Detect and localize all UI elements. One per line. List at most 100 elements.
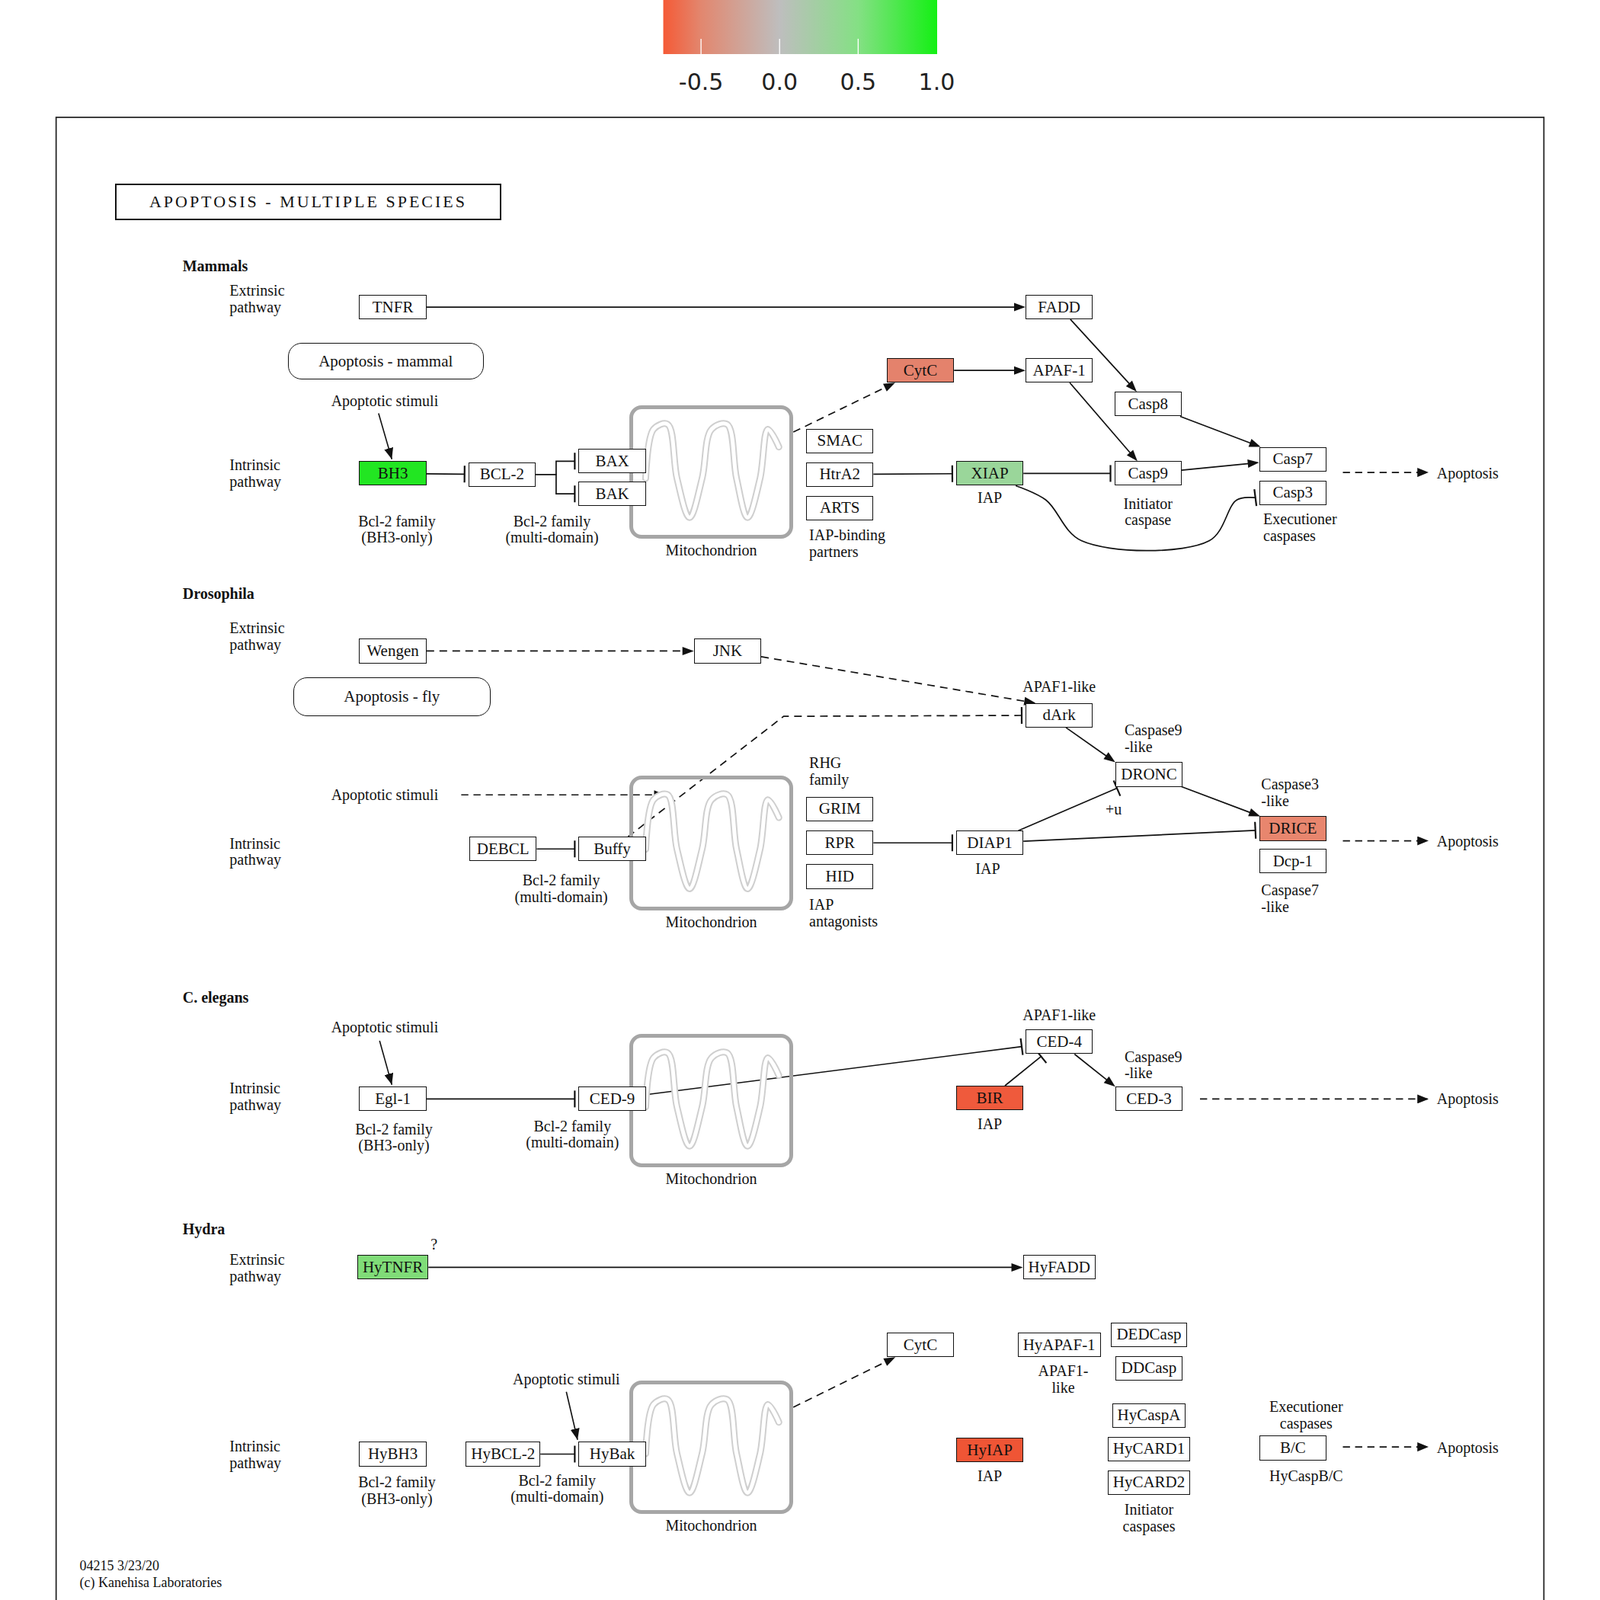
connector-line [1181,463,1250,471]
gene-product-box: GRIM [806,796,874,822]
label-text: Caspase3 -like [1260,776,1325,810]
gene-product-box: Casp3 [1259,480,1327,506]
gene-label: CED-4 [1036,1033,1082,1051]
arrow-head [1126,449,1138,461]
legend-value: -0.5 [678,68,724,96]
section-header: Hydra [182,1221,226,1239]
annotation-label: Intrinsic pathway [229,457,282,490]
gene-label: DRICE [1268,819,1317,838]
label-text: Mammals [182,258,249,276]
gene-label: Casp7 [1273,450,1314,468]
gene-label: DEDCasp [1116,1325,1181,1344]
inhibition-connector [1023,822,1256,842]
activation-arrow [428,1263,1023,1272]
activation-arrow [953,366,1026,375]
annotation-label: Initiator caspases [1123,1501,1176,1535]
activation-arrow [426,303,1026,312]
gene-label: CED-3 [1126,1090,1172,1108]
inhibition-bar [573,1445,576,1463]
outcome-arrow [1343,840,1430,842]
inhibition-bar [573,452,576,470]
label-text: Executioner caspases [1269,1398,1344,1432]
connector-line [1074,1053,1108,1081]
gene-label: HyCARD1 [1113,1440,1186,1458]
label-text: Bcl-2 family (multi-domain) [518,1118,626,1152]
arrow-head [1126,380,1137,393]
annotation-label: Executioner caspases [1263,511,1338,544]
inhibition-connector [426,465,465,483]
gene-label: HtrA2 [819,465,861,484]
map-frame [56,117,1545,1600]
gene-product-box: CED-3 [1115,1086,1183,1111]
gene-product-box: BAK [578,481,646,506]
gene-product-box: HyCARD1 [1107,1436,1191,1462]
label-text: Initiator caspase [1123,496,1172,529]
legend-tick [779,38,781,55]
connector-line [1015,485,1256,551]
annotation-label: IAP antagonists [809,896,878,930]
gene-label: dArk [1043,706,1076,724]
label-text: Intrinsic pathway [229,1080,282,1114]
arrow-head [1248,808,1261,816]
label-text: APAF1-like [1022,1007,1096,1024]
activation-arrow [1181,459,1260,471]
label-text: APAF1- like [1035,1363,1092,1396]
outcome-arrow [1200,1098,1429,1101]
gene-label: HyFADD [1028,1258,1091,1277]
gene-product-box: DEBCL [469,836,537,861]
cristae-outer [645,422,779,518]
gene-label: TNFR [372,298,414,317]
gene-label: SMAC [816,432,863,450]
legend-value: 0.0 [761,68,798,96]
gene-product-box: DRONC [1115,761,1183,787]
cristae-drawing [633,1384,791,1511]
pathway-map-link: Apoptosis - mammal [288,342,484,380]
gene-label: DEBCL [476,840,530,858]
gene-label: HyCARD2 [1113,1473,1186,1492]
annotation-label: 04215 3/23/20 [79,1558,160,1574]
label-text: (c) Kanehisa Laboratories [79,1575,222,1591]
annotation-label: Extrinsic pathway [229,1251,285,1285]
connector-line [873,473,952,475]
gene-product-box: CytC [886,1332,954,1357]
connector-line [536,848,575,850]
gene-product-box: HyFADD [1023,1254,1096,1280]
connector-line [535,460,575,474]
connector-line [426,1098,576,1101]
inhibition-connector [1023,464,1111,482]
caption-holder: Mitochondrion [665,1516,757,1534]
label-text: Apoptosis [1436,465,1499,483]
stimulus-arrow [379,1040,392,1085]
title-box: APOPTOSIS - MULTIPLE SPECIES [115,183,501,221]
legend-value: 1.0 [918,68,956,96]
gene-label: Apoptosis - fly [343,688,440,706]
inhibition-bar [951,465,954,483]
gene-product-box: CED-4 [1025,1029,1093,1054]
arrow-head [1248,438,1261,447]
arrow-head [1014,366,1026,375]
label-text: Caspase7 -like [1260,882,1325,916]
label-text: Intrinsic pathway [229,1438,282,1472]
annotation-label: Caspase9 -like [1124,722,1189,756]
cristae-outer [645,1051,779,1146]
legend-entry: 0.5 [839,68,877,96]
label-text: IAP [977,1468,1002,1485]
label-text: IAP-binding partners [809,527,895,560]
gene-label: FADD [1037,298,1081,317]
gene-label: HyBak [589,1445,636,1463]
gene-product-box: HID [806,864,874,889]
label-text: Hydra [182,1221,226,1239]
inhibition-connector [535,474,575,503]
cristae-drawing [633,409,791,535]
connector-line [1023,830,1255,842]
edge-label-holder: +u [1104,800,1124,819]
gene-label: DDCasp [1121,1359,1177,1377]
label-text: Apoptosis [1436,1091,1499,1108]
section-header: C. elegans [182,989,250,1007]
label-text: IAP [977,1116,1002,1133]
gene-product-box: Casp8 [1114,391,1182,416]
connector-line [426,306,1016,308]
connector-line [1023,473,1111,475]
activation-arrow [1074,1053,1116,1087]
